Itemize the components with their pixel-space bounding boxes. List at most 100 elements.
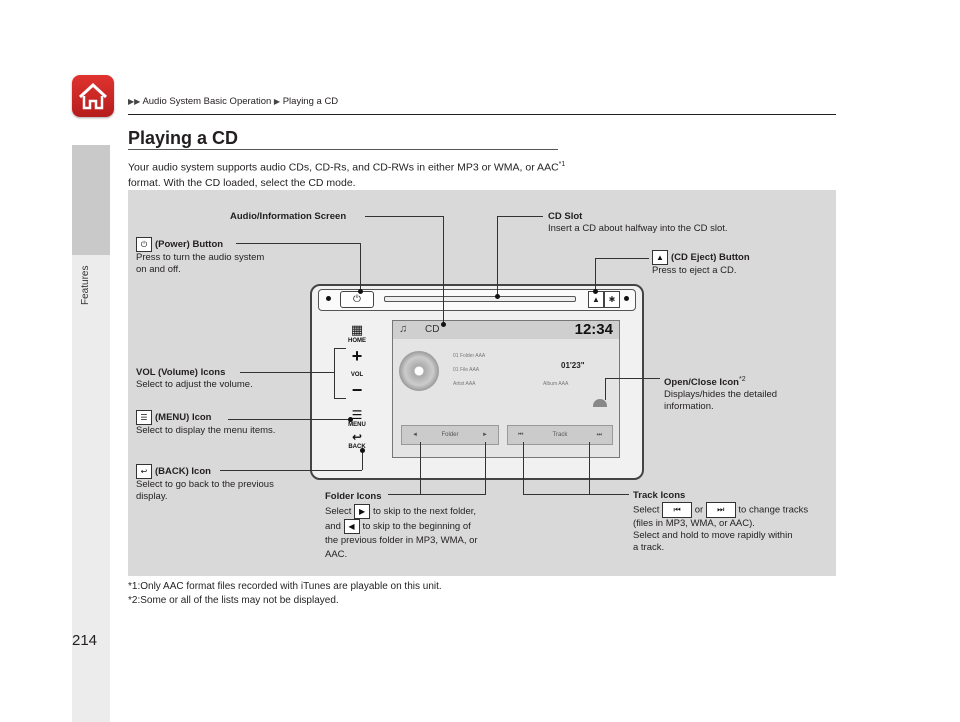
leader-slot-h	[497, 216, 543, 217]
screen-buttons: ◄ Folder ► ⏮ Track ⏭	[401, 425, 613, 445]
section-sidebar	[72, 255, 110, 722]
leader-track-h	[523, 494, 629, 495]
folder-prev-icon[interactable]: ◄	[412, 432, 418, 438]
page-number: 214	[72, 632, 98, 649]
page-title: Playing a CD	[128, 128, 239, 148]
folder-button-group: ◄ Folder ►	[401, 425, 499, 445]
eject-button[interactable]: ▲	[588, 291, 604, 308]
eject-icon: ▲	[592, 295, 600, 304]
screen-clock: 12:34	[574, 321, 613, 338]
volume-down-icon[interactable]: −	[351, 380, 363, 400]
leader-power-h	[236, 243, 360, 244]
home-grid-icon[interactable]: ▦	[350, 322, 364, 337]
breadcrumb-parent[interactable]: Audio System Basic Operation	[142, 96, 272, 107]
track-next-icon[interactable]: ⏭	[596, 432, 602, 438]
volume-up-icon[interactable]: +	[351, 346, 363, 366]
leader-screen-v	[443, 216, 444, 324]
folder-icons-label: Folder Icons Select ▶to skip to the next…	[325, 491, 478, 561]
top-rule	[128, 114, 836, 115]
back-label: BACK	[348, 444, 366, 450]
cd-slot[interactable]	[384, 296, 576, 302]
album-row: Album AAA	[543, 381, 569, 387]
leader-slot-v	[497, 216, 498, 296]
title-rule	[128, 149, 558, 150]
open-button[interactable]: ✱	[604, 291, 620, 308]
leader-folder-h	[388, 494, 486, 495]
leader-eject-dot	[593, 289, 598, 294]
open-close-label: Open/Close Icon*2 Displays/hides the det…	[664, 376, 778, 413]
screw-left	[326, 296, 331, 301]
folder-row: 01 Folder AAA	[453, 353, 486, 359]
leader-screen-dot	[441, 322, 446, 327]
eject-label: ▲(CD Eject) Button Press to eject a CD.	[652, 250, 750, 277]
breadcrumb-current: Playing a CD	[282, 96, 339, 107]
side-controls: ▦ HOME + VOL − ☰ MENU ↩ BACK	[340, 320, 374, 460]
menu-label: MENU	[348, 422, 366, 428]
folder-next-icon[interactable]: ►	[482, 432, 488, 438]
menu-icon[interactable]: ☰	[351, 408, 363, 422]
power-button[interactable]: ⏻	[340, 291, 374, 308]
footnote-1: *1:Only AAC format files recorded with i…	[128, 581, 442, 592]
leader-vol-bottom	[334, 398, 346, 399]
open-close-icon[interactable]	[593, 399, 607, 407]
leader-vol-top	[334, 348, 346, 349]
leader-eject-v	[595, 258, 596, 291]
leader-back-v	[362, 450, 363, 470]
section-tab	[72, 145, 110, 255]
folder-next-small-icon: ▶	[354, 504, 371, 519]
leader-screen-h	[365, 216, 443, 217]
folder-prev-small-icon: ◀	[343, 519, 360, 535]
leader-open-v	[605, 378, 606, 400]
leader-track-v1	[523, 442, 524, 494]
leader-back-h	[220, 470, 362, 471]
menu-label-callout: ☰(MENU) Icon Select to display the menu …	[136, 410, 275, 437]
screw-right	[624, 296, 629, 301]
leader-slot-dot	[495, 294, 500, 299]
leader-power-v	[360, 243, 361, 291]
leader-track-v2	[589, 442, 590, 494]
audio-screen[interactable]: ♫ CD 12:34 01 Folder AAA 01 File AAA Art…	[392, 320, 620, 458]
leader-menu-h	[228, 419, 350, 420]
leader-menu-dot	[348, 417, 353, 422]
power-small-icon: ⏻	[136, 237, 152, 252]
music-note-icon: ♫	[399, 323, 408, 335]
track-button-group: ⏮ Track ⏭	[507, 425, 613, 445]
track-prev-icon[interactable]: ⏮	[518, 432, 524, 438]
footnote-2: *2:Some or all of the lists may not be d…	[128, 595, 339, 606]
folder-label: Folder	[441, 432, 459, 438]
back-small-icon: ↩	[136, 464, 152, 479]
menu-small-icon: ☰	[136, 410, 152, 425]
elapsed-time: 01'23"	[561, 361, 585, 370]
cd-disc-icon	[399, 351, 439, 391]
leader-back-dot	[360, 448, 365, 453]
intro-text: Your audio system supports audio CDs, CD…	[128, 161, 566, 189]
power-icon: ⏻	[353, 294, 361, 305]
leader-folder-v1	[420, 442, 421, 494]
leader-power-dot	[358, 289, 363, 294]
back-label-callout: ↩(BACK) Icon Select to go back to the pr…	[136, 464, 274, 503]
screen-header	[393, 321, 619, 339]
track-label: Track	[552, 432, 568, 438]
leader-open-h	[605, 378, 660, 379]
screen-mode: CD	[425, 324, 440, 335]
open-icon: ✱	[608, 295, 616, 304]
track-icons-label: Track Icons Select ⏮ or ⏭ to change trac…	[633, 490, 809, 553]
leader-folder-v2	[485, 442, 486, 494]
leader-eject-h	[595, 258, 649, 259]
breadcrumb: ▶▶ Audio System Basic Operation ▶ Playin…	[128, 96, 339, 107]
audio-screen-label: Audio/Information Screen	[230, 211, 347, 222]
back-icon[interactable]: ↩	[351, 430, 363, 444]
artist-row: Artist AAA	[453, 381, 476, 387]
track-prev-small-icon: ⏮	[662, 502, 693, 518]
eject-small-icon: ▲	[652, 250, 668, 265]
vol-label: VOL	[350, 372, 364, 378]
home-label: HOME	[348, 338, 366, 344]
leader-vol-v	[334, 348, 335, 398]
leader-vol-h	[240, 372, 334, 373]
file-row: 01 File AAA	[453, 367, 480, 373]
home-icon[interactable]	[72, 75, 114, 117]
sidebar-label: Features	[80, 265, 91, 305]
power-label: ⏻(Power) Button Press to turn the audio …	[136, 237, 264, 276]
